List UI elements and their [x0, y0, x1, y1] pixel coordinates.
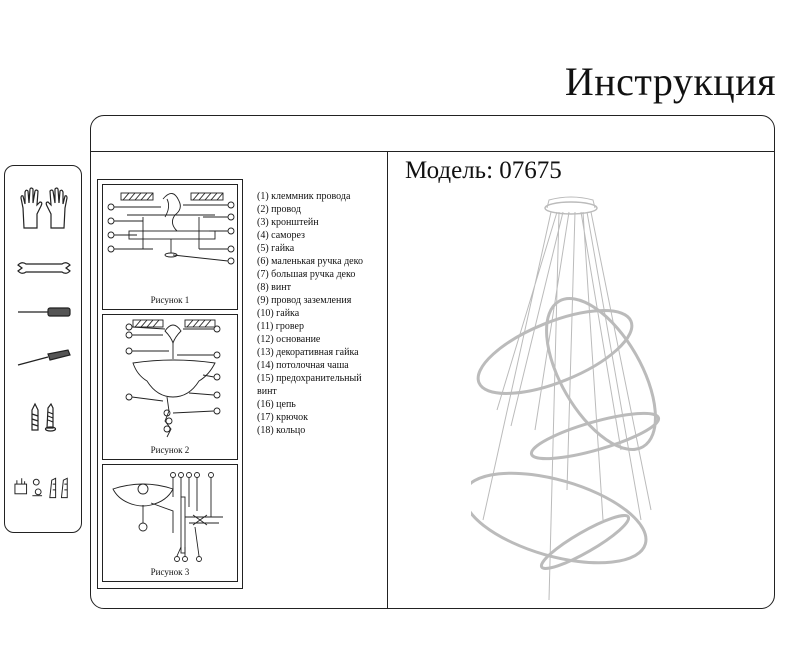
part-item: (18) кольцо	[257, 425, 306, 436]
anchors-icon	[13, 402, 75, 432]
figure-1: Рисунок 1	[102, 184, 238, 310]
figure-1-caption: Рисунок 1	[150, 295, 190, 305]
page-title: Инструкция	[564, 59, 776, 104]
header-divider	[91, 151, 774, 152]
wrench-icon	[13, 260, 75, 276]
chandelier-illustration	[462, 190, 671, 605]
part-item: (5) гайка	[257, 243, 295, 254]
part-item: (3) кронштейн	[257, 217, 319, 228]
gloves-icon	[13, 184, 75, 230]
part-item: (7) большая ручка деко	[257, 269, 356, 280]
flat-screwdriver-icon	[13, 349, 75, 367]
part-item: (9) провод заземления	[257, 295, 352, 306]
part-item: (15) предохранительный винт	[257, 373, 362, 397]
part-item: (4) саморез	[257, 230, 305, 241]
fasteners-icon	[13, 472, 75, 502]
figure-3-caption: Рисунок 3	[150, 567, 190, 577]
tools-panel	[4, 165, 82, 533]
part-item: (14) потолочная чаша	[257, 360, 349, 371]
figure-2: Рисунок 2	[102, 314, 238, 460]
part-item: (12) основание	[257, 334, 321, 345]
model-label: Модель: 07675	[405, 157, 562, 184]
figure-3: Рисунок 3	[102, 464, 238, 582]
part-item: (8) винт	[257, 282, 291, 293]
column-divider	[387, 151, 388, 608]
figure-2-caption: Рисунок 2	[150, 445, 190, 455]
figures-panel: Рисунок 1 Рисунок 2	[97, 179, 243, 589]
instruction-frame: Рисунок 1 Рисунок 2	[90, 115, 775, 609]
part-item: (2) провод	[257, 204, 301, 215]
part-item: (10) гайка	[257, 308, 300, 319]
part-item: (11) гровер	[257, 321, 304, 332]
parts-list: (1) клеммник провода (2) провод (3) крон…	[257, 190, 385, 437]
part-item: (16) цепь	[257, 399, 296, 410]
part-item: (1) клеммник провода	[257, 191, 351, 202]
part-item: (13) декоративная гайка	[257, 347, 359, 358]
part-item: (6) маленькая ручка деко	[257, 256, 363, 267]
part-item: (17) крючок	[257, 412, 308, 423]
screwdriver-icon	[13, 305, 75, 319]
